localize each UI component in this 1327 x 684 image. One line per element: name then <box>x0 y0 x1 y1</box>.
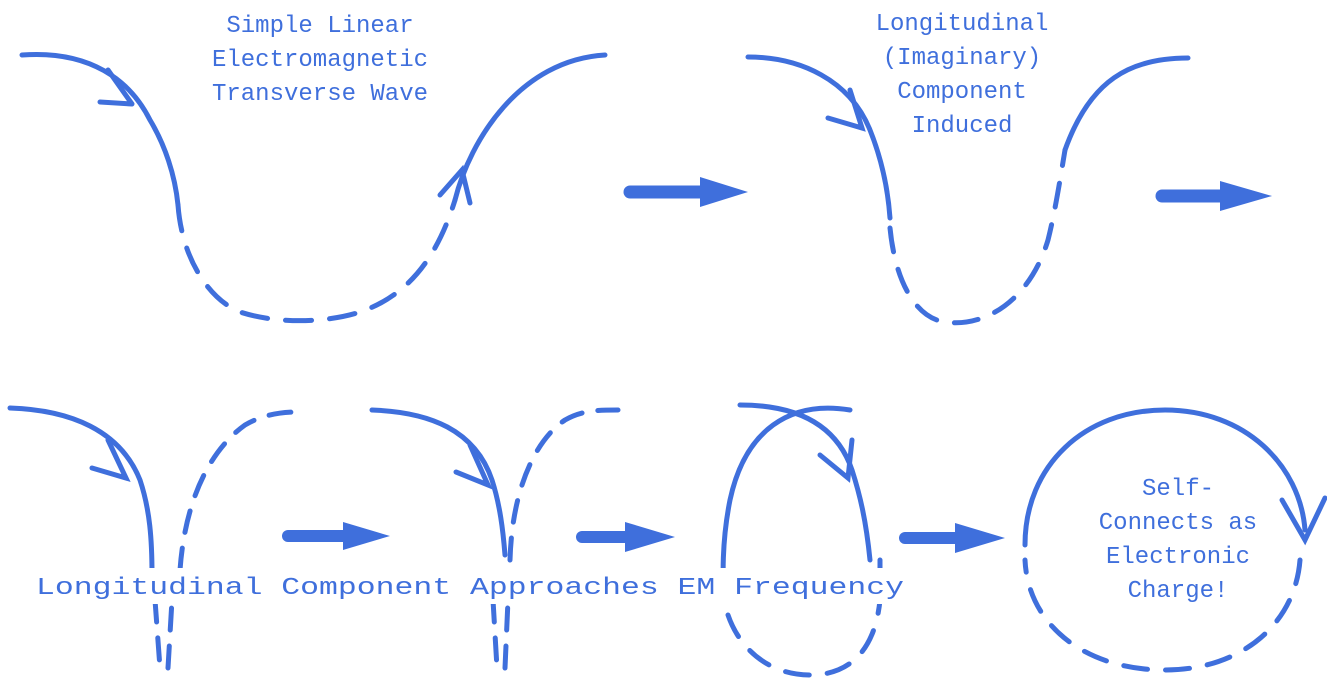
circle-dashed-bottom <box>1022 557 1303 673</box>
transition-arrow-5 <box>899 523 1005 553</box>
caption-backdrop <box>34 568 906 604</box>
panel1-title-line2: Electromagnetic <box>212 47 428 74</box>
approach1-solid-left <box>7 405 155 578</box>
arrowhead-1 <box>700 177 748 207</box>
panel2-title-line1: Longitudinal <box>876 11 1049 38</box>
wave-flow-arrow-right <box>437 164 473 206</box>
panel2-title-line2: (Imaginary) <box>883 45 1041 72</box>
transition-arrow-3 <box>282 522 390 550</box>
panel2-title-line4: Induced <box>912 113 1013 140</box>
transition-arrow-2 <box>1155 181 1272 211</box>
induced-solid-left <box>745 54 893 221</box>
arrowhead-3 <box>343 522 390 550</box>
loop-flow-arrow <box>817 437 855 483</box>
wave-dashed-trough <box>175 197 458 324</box>
loop-dashed-bottom <box>725 557 883 678</box>
loop-solid-top <box>737 402 873 563</box>
wave-solid-right <box>452 52 608 203</box>
induced-wave <box>745 54 1191 326</box>
panel1-title-line3: Transverse Wave <box>212 81 428 108</box>
arrowhead-2 <box>1220 181 1272 211</box>
final-label-line1: Self- <box>1142 476 1214 503</box>
approach2-flow-arrow <box>453 442 493 490</box>
approach-wave-1 <box>7 405 301 671</box>
wave-solid-left <box>19 51 181 208</box>
circle-solid-top <box>1022 407 1308 548</box>
approach-wave-2 <box>369 407 621 671</box>
panel1-title-line1: Simple Linear <box>226 13 413 40</box>
transition-arrow-1 <box>623 177 748 207</box>
charge-circle <box>1022 407 1327 673</box>
approach1-dashed <box>152 409 301 671</box>
final-label-line2: Connects as <box>1099 510 1257 537</box>
arrowhead-4 <box>625 522 675 552</box>
induced-dashed-trough <box>887 147 1068 326</box>
final-label-line3: Electronic <box>1106 544 1250 571</box>
induced-flow-arrow <box>825 87 866 132</box>
final-label-line4: Charge! <box>1128 578 1229 605</box>
bottom-caption: Longitudinal Component Approaches EM Fre… <box>36 575 904 602</box>
induced-solid-right <box>1062 55 1191 153</box>
crossing-loop <box>720 402 883 678</box>
transverse-wave <box>19 51 608 324</box>
arrowhead-5 <box>955 523 1005 553</box>
approach2-solid-left <box>369 407 508 558</box>
wave-flow-arrow <box>97 67 135 107</box>
circle-flow-arrow <box>1279 495 1327 546</box>
panel2-title-line3: Component <box>897 79 1027 106</box>
approach2-dashed <box>490 407 621 671</box>
approach1-flow-arrow <box>89 437 131 482</box>
transition-arrow-4 <box>576 522 675 552</box>
